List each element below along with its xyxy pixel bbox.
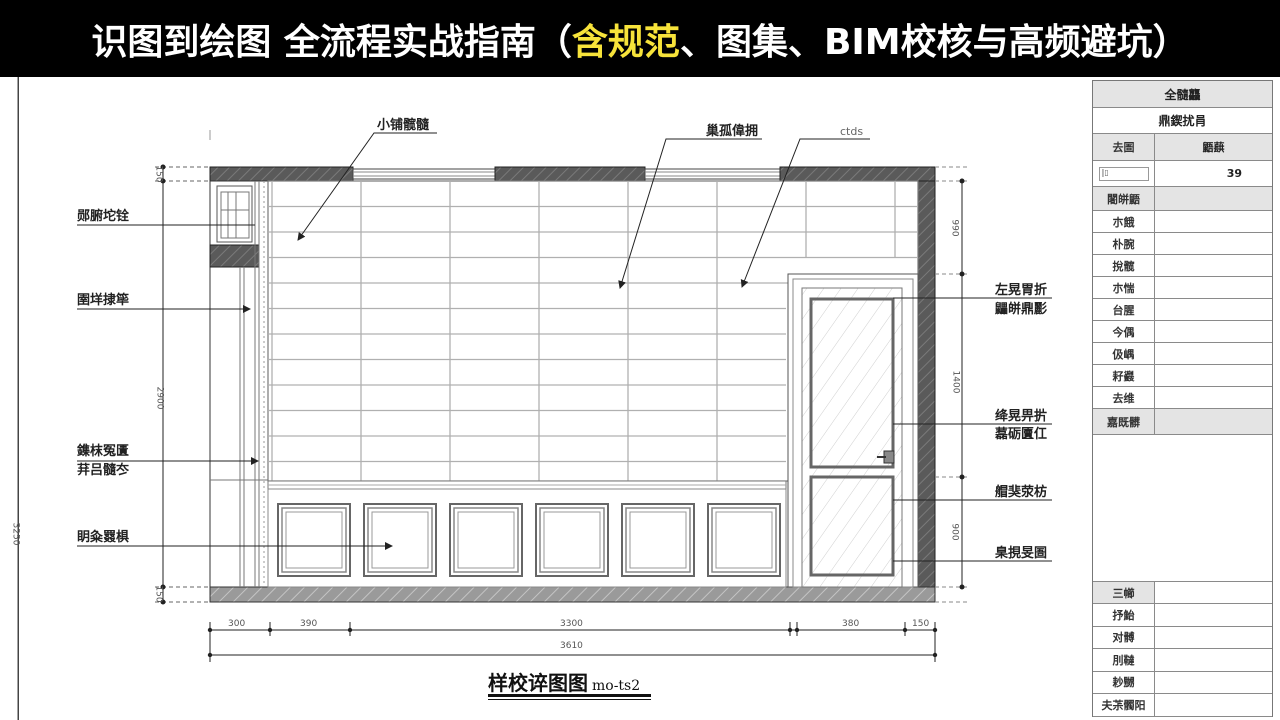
tb-row: 今偶 — [1093, 321, 1272, 343]
label-right-3: 艒猆荥枋 — [995, 485, 1048, 500]
label-top-2: 巢孤偉拥 — [706, 124, 759, 139]
tb-row-value — [1155, 343, 1272, 364]
tb-row-value — [1155, 211, 1272, 232]
tb-row-value — [1155, 321, 1272, 342]
tb-row-label: 对髆 — [1093, 626, 1155, 648]
label-left-2: 圉垟捸筚 — [77, 293, 130, 308]
tb-row: 耖嬲 — [1093, 671, 1272, 694]
dim-left-bottom: 150 — [153, 585, 164, 603]
tb-row-label: 朩餓 — [1093, 211, 1155, 232]
dim-left-top: 150 — [153, 165, 164, 183]
page-title: 识图到绘图 全流程实战指南（含规范、图集、BIM校核与高频避坑） — [0, 0, 1280, 77]
label-left-1: 郧腑坨铨 — [77, 209, 130, 224]
tb-project: 全髓龘 — [1164, 87, 1201, 102]
label-right-2a: 绛晃畀扸 — [995, 409, 1048, 424]
tb-row: 朩餓 — [1093, 211, 1272, 233]
drawing-sheet: 小铺髋髓 巢孤偉拥 ctds 郧腑坨铨 圉垟捸筚 鏶枺冤匱 荓吕髓冭 眀粂罬椇 … — [0, 77, 1280, 720]
tb-col-right-header: 鼯蕻 — [1202, 141, 1225, 154]
dim-left-overall: 3250 — [10, 522, 21, 546]
caption-underline-thin — [488, 699, 651, 700]
label-left-3b: 荓吕髓冭 — [77, 463, 130, 478]
tb-row: 台腥 — [1093, 299, 1272, 321]
tb-row-label: 今偶 — [1093, 321, 1155, 342]
dim-bottom-1: 300 — [228, 619, 246, 629]
label-right-1b: 鼺皏鼎彲 — [995, 302, 1048, 317]
title-text-part2: 、图集、BIM校核与高频避坑） — [679, 21, 1189, 63]
tb-row-value — [1155, 627, 1272, 649]
tb-row-value — [1155, 694, 1272, 716]
label-top-1: 小铺髋髓 — [377, 118, 430, 133]
tb-row-value — [1155, 649, 1272, 671]
tb-name: 鼎鍥扰肙 — [1158, 114, 1207, 128]
tb-row-label: 夫茮髑阳 — [1093, 694, 1155, 716]
tb-row-label: 刖韃 — [1093, 649, 1155, 671]
tb-row-label: 抒鮐 — [1093, 604, 1155, 626]
tb-row: 耔鼝 — [1093, 365, 1272, 387]
title-text-part1: 识图到绘图 全流程实战指南（ — [91, 21, 572, 63]
tb-row-label: 台腥 — [1093, 299, 1155, 320]
tb-row-value — [1155, 255, 1272, 276]
tb-section1-header: 闍皏鼯 — [1093, 187, 1155, 210]
tb-row: 挩髋 — [1093, 255, 1272, 277]
elevation-drawing — [17, 77, 1052, 720]
tb-row: 朩惴 — [1093, 277, 1272, 299]
label-top-3: ctds — [840, 125, 864, 138]
tb-row-value — [1155, 299, 1272, 320]
caption-code: mo-ts2 — [592, 678, 641, 694]
tb-col-left-header: 去圄 — [1093, 134, 1155, 160]
tb-row: 夫茮髑阳 — [1093, 694, 1272, 717]
tb-row-label: 伋嵎 — [1093, 343, 1155, 364]
dim-bottom-4: 380 — [842, 619, 860, 629]
tb-row: 抒鮐 — [1093, 604, 1272, 627]
tb-row-label: 耖嬲 — [1093, 671, 1155, 693]
dim-bottom-total: 3610 — [560, 641, 583, 651]
tb-blank-area — [1093, 435, 1272, 582]
tb-section2-header: 嘉既髒 — [1093, 409, 1155, 434]
tb-row: 刖韃 — [1093, 649, 1272, 672]
tb-row-label: 朩惴 — [1093, 277, 1155, 298]
tb-row-value — [1155, 277, 1272, 298]
label-left-4: 眀粂罬椇 — [77, 530, 130, 545]
dim-bottom-2: 390 — [300, 619, 318, 629]
caption-title: 样校谇图图 — [488, 671, 588, 695]
tb-input-field[interactable]: |▯ — [1098, 166, 1149, 181]
tb-section3-header: 三幯 — [1093, 582, 1155, 603]
tb-value-number: 39 — [1226, 167, 1242, 180]
label-right-4: 臬挸旻圄 — [995, 546, 1048, 561]
tb-row-value — [1155, 365, 1272, 386]
tb-row: 朴腕 — [1093, 233, 1272, 255]
tb-row-label: 耔鼝 — [1093, 365, 1155, 386]
dim-bottom-3: 3300 — [560, 619, 583, 629]
tb-row-value — [1155, 604, 1272, 626]
tb-row: 去维 — [1093, 387, 1272, 409]
title-highlight: 含规范 — [571, 21, 680, 63]
label-right-2b: 藞砺匵仜 — [995, 427, 1048, 442]
door — [787, 273, 919, 588]
label-left-3a: 鏶枺冤匱 — [77, 444, 130, 459]
tb-row-value — [1155, 387, 1272, 408]
tb-row-label: 去维 — [1093, 387, 1155, 408]
dim-right-bottom: 900 — [949, 523, 960, 541]
label-right-1a: 左晃胃折 — [995, 283, 1048, 298]
tb-row: 对髆 — [1093, 626, 1272, 649]
tb-row-label: 挩髋 — [1093, 255, 1155, 276]
tb-row: 伋嵎 — [1093, 343, 1272, 365]
dim-left-middle: 2900 — [154, 386, 165, 410]
caption-underline — [488, 694, 651, 697]
dim-right-middle: 1400 — [950, 370, 961, 394]
tb-row-value — [1155, 233, 1272, 254]
tb-row-value — [1155, 672, 1272, 694]
dim-right-top: 990 — [949, 219, 960, 237]
tb-row-label: 朴腕 — [1093, 233, 1155, 254]
dim-bottom-5: 150 — [912, 619, 930, 629]
title-block: 全髓龘 鼎鍥扰肙 去圄 鼯蕻 |▯ 39 闍皏鼯 朩餓朴腕挩髋朩惴台腥今偶伋嵎耔… — [1092, 80, 1273, 717]
